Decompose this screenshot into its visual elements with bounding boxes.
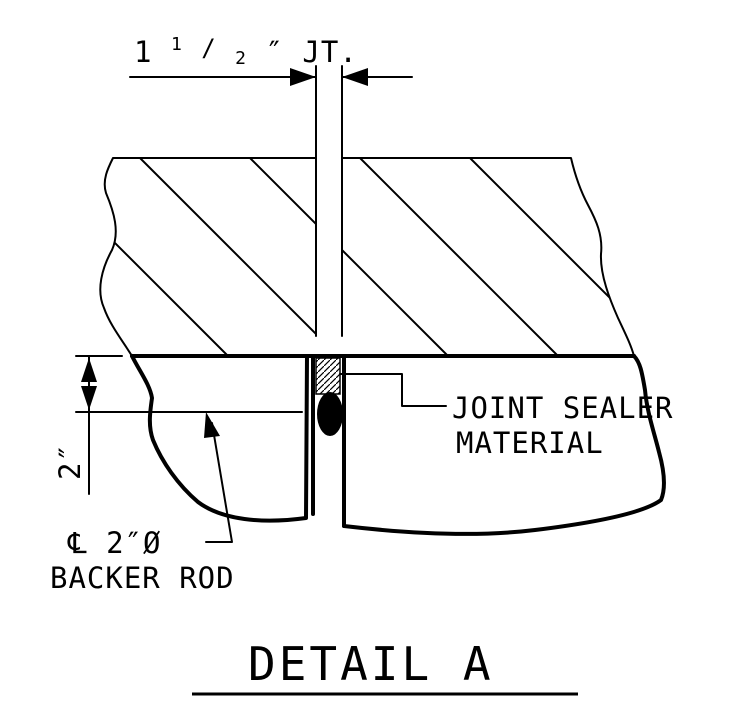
lower-slab — [130, 354, 666, 536]
backer-leader-arrow — [204, 412, 220, 438]
detail-title-text: DETAIL A — [248, 637, 494, 691]
joint-width-dimension: 1 1 / 2 ″ JT. — [129, 23, 413, 86]
detail-title: DETAIL A — [192, 637, 578, 696]
dim-arrow-left — [290, 68, 316, 86]
depth-dimension: 2″ — [53, 355, 303, 495]
sealer-label-line1: JOINT SEALER — [452, 391, 674, 425]
lower-slab-right — [342, 354, 666, 536]
depth-label: 2″ — [53, 443, 87, 480]
sealer-material — [315, 357, 341, 395]
backer-label-line1: ℄ 2″Ø — [67, 526, 161, 560]
backer-label-line2: BACKER ROD — [50, 561, 235, 595]
dim-arrow-right — [342, 68, 368, 86]
joint-width-label: 1 1 / 2 ″ JT. — [134, 23, 358, 71]
sealer-leader: JOINT SEALER MATERIAL — [339, 373, 674, 460]
depth-arrow-bottom — [81, 386, 97, 410]
lower-slab-left — [130, 354, 309, 523]
joint-gap-upper — [316, 150, 342, 358]
backer-rod — [317, 392, 343, 436]
depth-arrow-top — [81, 358, 97, 382]
upper-slab — [99, 65, 635, 358]
joint-sealer — [315, 357, 343, 436]
sealer-label-line2: MATERIAL — [456, 426, 604, 460]
backer-leader: ℄ 2″Ø BACKER ROD — [50, 412, 235, 595]
upper-slab-outline — [99, 157, 635, 357]
